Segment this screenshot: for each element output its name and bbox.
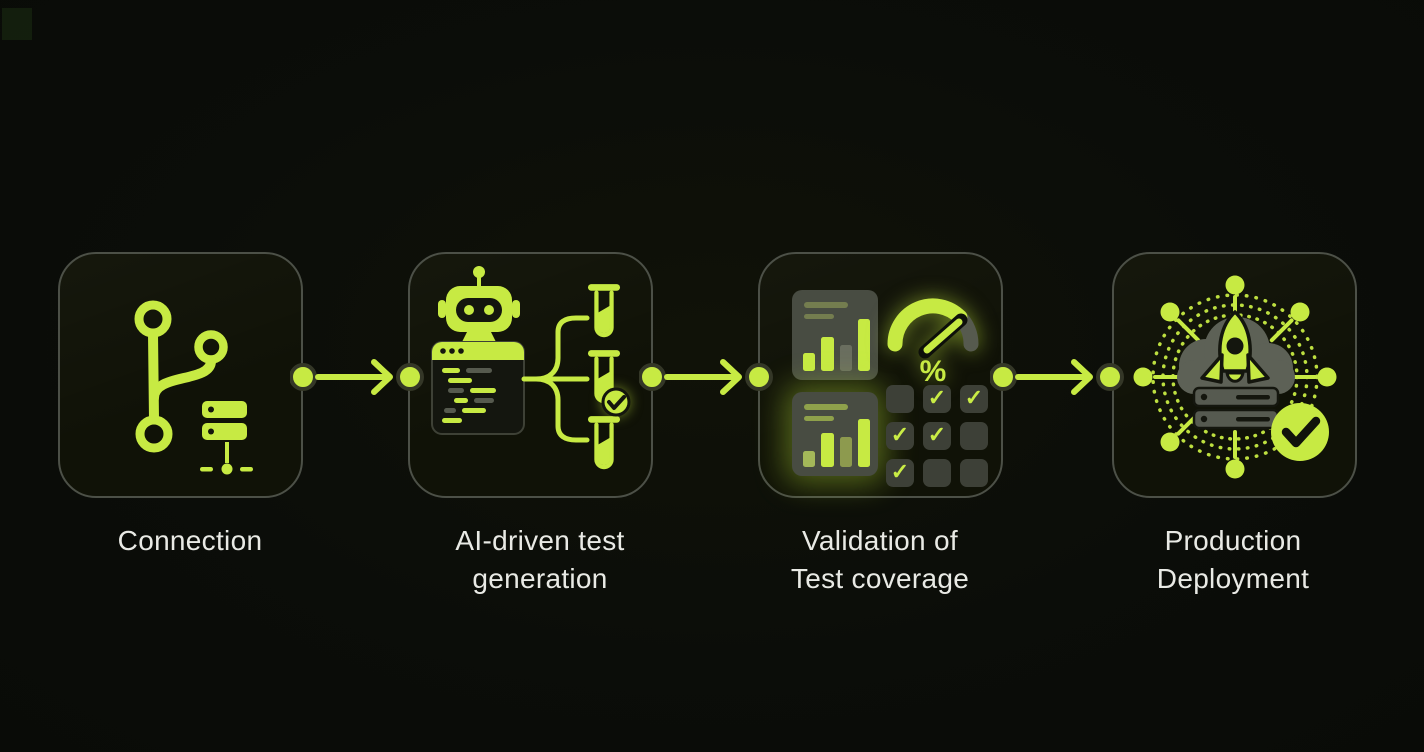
label-line: AI-driven test (455, 525, 625, 556)
checkbox-empty-icon (960, 422, 988, 450)
arrow-head (1071, 359, 1093, 395)
chart-bar (857, 319, 870, 371)
deployment-illustration (1133, 275, 1337, 479)
arrow-head (371, 359, 393, 395)
checkbox-empty-icon (923, 459, 951, 487)
connector-dot (745, 363, 773, 391)
chart-bar (803, 451, 816, 467)
server-stack-icon (1192, 386, 1280, 430)
rocket-icon (1200, 310, 1270, 384)
step-card-connection (58, 252, 303, 498)
connector-arrow-1 (290, 359, 424, 395)
checkbox-empty-icon (960, 459, 988, 487)
chart-bar (803, 353, 816, 371)
label-line: Test coverage (790, 563, 970, 594)
label-line: Deployment (1156, 563, 1310, 594)
check-badge-icon (601, 387, 631, 417)
connector-dot (990, 363, 1017, 391)
step-label-validation: Validation of Test coverage (700, 522, 1060, 598)
label-line: Connection (117, 525, 263, 556)
chart-bar (821, 433, 834, 467)
chart-bar (839, 345, 852, 371)
report-line (804, 416, 834, 421)
label-line: Validation of (802, 525, 958, 556)
checkbox-checked-icon: ✓ (960, 385, 988, 413)
network-nodes-icon (1133, 275, 1337, 479)
robot-icon (438, 266, 520, 342)
server-icon (200, 401, 253, 475)
step-card-production-deployment (1112, 252, 1357, 498)
connector-dot (290, 363, 317, 391)
report-bottom-bars (803, 419, 870, 467)
step-label-ai-test-generation: AI-driven test generation (360, 522, 720, 598)
step-card-validation: % ✓ ✓ ✓ ✓ ✓ (758, 252, 1003, 498)
connector-dot (396, 363, 424, 391)
test-tube-icon (588, 416, 620, 467)
code-lines (442, 368, 496, 423)
step-card-ai-test-generation (408, 252, 653, 498)
git-branch-icon (134, 300, 253, 475)
fork-lines (521, 315, 590, 443)
step-label-production-deployment: Production Deployment (1053, 522, 1413, 598)
connector-dot (1096, 363, 1124, 391)
connector-arrow-2 (639, 359, 773, 395)
label-line: generation (472, 563, 608, 594)
checkbox-checked-icon: ✓ (923, 385, 951, 413)
chart-bar (857, 419, 870, 467)
report-line (804, 314, 834, 319)
label-line: Production (1164, 525, 1302, 556)
gauge-percent-label: % (920, 355, 947, 387)
bar-report-icon-bottom (792, 392, 878, 476)
code-window-icon (431, 341, 525, 435)
checkbox-checked-icon: ✓ (886, 422, 914, 450)
test-tube-icon (588, 284, 620, 335)
connector-arrow-3 (990, 359, 1124, 395)
report-top-bars (803, 319, 870, 371)
report-line (804, 302, 848, 308)
checkbox-checked-icon: ✓ (886, 459, 914, 487)
checkbox-empty-icon (886, 385, 914, 413)
step-label-connection: Connection (10, 522, 370, 560)
report-line (804, 404, 848, 410)
checkbox-checked-icon: ✓ (923, 422, 951, 450)
bar-report-icon-top (792, 290, 878, 380)
corner-accent-square (2, 8, 32, 40)
ai-generation-illustration (431, 266, 631, 500)
chart-bar (839, 437, 852, 467)
chart-bar (821, 337, 834, 371)
checkbox-grid: ✓ ✓ ✓ ✓ ✓ (886, 385, 988, 487)
check-badge-icon (1271, 403, 1329, 461)
connector-dot (639, 363, 666, 391)
arrow-head (720, 359, 742, 395)
